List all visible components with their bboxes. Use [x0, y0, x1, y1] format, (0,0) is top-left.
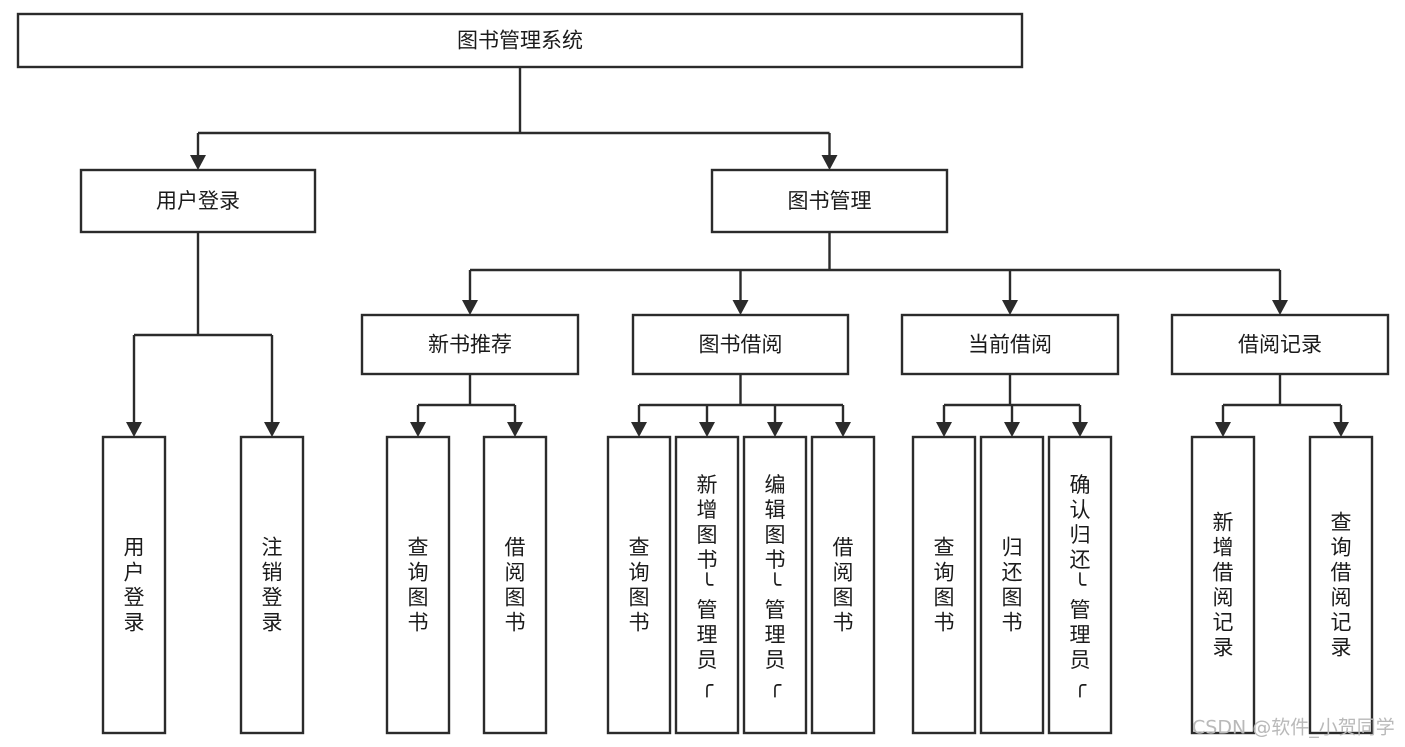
node-box-leaf-user-logout: [239, 435, 305, 735]
node-box-leaf-query-book-2: [606, 435, 672, 735]
node-leaf-user-login[interactable]: 用户登录: [101, 435, 167, 735]
node-box-book-manage: [710, 168, 949, 234]
node-label-new-book-recommend: 新书推荐: [428, 333, 512, 357]
node-box-new-book-recommend: [360, 313, 580, 376]
node-leaf-user-logout[interactable]: 注销登录: [239, 435, 305, 735]
node-current-borrow[interactable]: 当前借阅: [900, 313, 1120, 376]
node-box-leaf-edit-book-admin: [742, 435, 808, 735]
connector-book-manage-to-borrow-record-arrowhead: [1272, 300, 1288, 315]
node-box-leaf-add-book-admin: [674, 435, 740, 735]
watermark-label: CSDN @软件_小贺同学: [1192, 717, 1395, 739]
node-leaf-query-book-1[interactable]: 查询图书: [385, 435, 451, 735]
node-box-leaf-return-book: [979, 435, 1045, 735]
connector-user-login-to-leaf-user-login-arrowhead: [126, 422, 142, 437]
node-label-leaf-borrow-book-1: 借阅图书: [505, 536, 526, 635]
node-box-leaf-query-book-3: [911, 435, 977, 735]
node-label-leaf-query-borrow-record: 查询借阅记录: [1331, 511, 1352, 660]
connector-book-borrow-to-leaf-edit-book-admin-arrowhead: [767, 422, 783, 437]
node-box-leaf-borrow-book-1: [482, 435, 548, 735]
node-layer: 图书管理系统用户登录图书管理用户登录注销登录新书推荐图书借阅当前借阅借阅记录查询…: [16, 12, 1390, 735]
node-label-leaf-add-borrow-record: 新增借阅记录: [1213, 511, 1234, 660]
node-label-leaf-query-book-2: 查询图书: [629, 536, 650, 635]
node-box-book-borrow: [631, 313, 850, 376]
connector-root-to-book-manage-arrowhead: [821, 155, 838, 170]
node-label-root: 图书管理系统: [457, 29, 583, 53]
node-label-book-manage: 图书管理: [788, 189, 872, 213]
connector-current-borrow-to-leaf-return-book-arrowhead: [1004, 422, 1020, 437]
node-new-book-recommend[interactable]: 新书推荐: [360, 313, 580, 376]
node-box-leaf-confirm-return-admin: [1047, 435, 1113, 735]
node-leaf-query-book-2[interactable]: 查询图书: [606, 435, 672, 735]
node-leaf-query-borrow-record[interactable]: 查询借阅记录: [1308, 435, 1374, 735]
node-label-leaf-user-login: 用户登录: [124, 536, 145, 635]
node-leaf-confirm-return-admin[interactable]: 确认归还╰管理员╭: [1047, 435, 1113, 735]
node-leaf-edit-book-admin[interactable]: 编辑图书╰管理员╭: [742, 435, 808, 735]
node-label-leaf-confirm-return-admin: 确认归还╰管理员╭: [1070, 473, 1091, 698]
connector-book-borrow-to-leaf-add-book-admin-arrowhead: [699, 422, 715, 437]
node-box-current-borrow: [900, 313, 1120, 376]
node-box-leaf-borrow-book-2: [810, 435, 876, 735]
node-label-leaf-user-logout: 注销登录: [262, 536, 283, 635]
node-leaf-borrow-book-2[interactable]: 借阅图书: [810, 435, 876, 735]
node-label-leaf-query-book-1: 查询图书: [408, 536, 429, 635]
node-leaf-return-book[interactable]: 归还图书: [979, 435, 1045, 735]
node-box-leaf-query-book-1: [385, 435, 451, 735]
node-leaf-add-borrow-record[interactable]: 新增借阅记录: [1190, 435, 1256, 735]
node-book-borrow[interactable]: 图书借阅: [631, 313, 850, 376]
connector-current-borrow-to-leaf-confirm-return-admin-arrowhead: [1072, 422, 1088, 437]
node-book-manage[interactable]: 图书管理: [710, 168, 949, 234]
node-label-borrow-record: 借阅记录: [1238, 333, 1322, 357]
node-box-leaf-query-borrow-record: [1308, 435, 1374, 735]
node-label-leaf-borrow-book-2: 借阅图书: [833, 536, 854, 635]
node-leaf-borrow-book-1[interactable]: 借阅图书: [482, 435, 548, 735]
node-box-leaf-user-login: [101, 435, 167, 735]
node-box-root: [16, 12, 1024, 69]
connector-user-login-to-leaf-user-logout-arrowhead: [264, 422, 280, 437]
connector-new-book-recommend-to-leaf-borrow-book-1-arrowhead: [507, 422, 523, 437]
connector-book-manage-to-new-book-recommend-arrowhead: [462, 300, 478, 315]
node-label-leaf-return-book: 归还图书: [1002, 536, 1023, 635]
node-label-leaf-add-book-admin: 新增图书╰管理员╭: [697, 473, 718, 698]
node-box-borrow-record: [1170, 313, 1390, 376]
connector-borrow-record-to-leaf-add-borrow-record-arrowhead: [1215, 422, 1231, 437]
connector-layer: [126, 67, 1349, 437]
node-label-leaf-query-book-3: 查询图书: [934, 536, 955, 635]
connector-book-manage-to-book-borrow-arrowhead: [732, 300, 749, 315]
connector-root-to-user-login-arrowhead: [190, 155, 206, 170]
node-root[interactable]: 图书管理系统: [16, 12, 1024, 69]
node-user-login[interactable]: 用户登录: [79, 168, 317, 234]
node-label-user-login: 用户登录: [156, 189, 240, 213]
connector-book-borrow-to-leaf-borrow-book-2-arrowhead: [835, 422, 851, 437]
connector-book-borrow-to-leaf-query-book-2-arrowhead: [631, 422, 647, 437]
connector-book-manage-to-current-borrow-arrowhead: [1002, 300, 1018, 315]
node-label-current-borrow: 当前借阅: [968, 333, 1052, 357]
connector-borrow-record-to-leaf-query-borrow-record-arrowhead: [1333, 422, 1349, 437]
node-leaf-query-book-3[interactable]: 查询图书: [911, 435, 977, 735]
node-leaf-add-book-admin[interactable]: 新增图书╰管理员╭: [674, 435, 740, 735]
node-label-book-borrow: 图书借阅: [699, 333, 783, 357]
node-borrow-record[interactable]: 借阅记录: [1170, 313, 1390, 376]
connector-current-borrow-to-leaf-query-book-3-arrowhead: [936, 422, 952, 437]
node-label-leaf-edit-book-admin: 编辑图书╰管理员╭: [765, 473, 786, 698]
node-box-user-login: [79, 168, 317, 234]
connector-new-book-recommend-to-leaf-query-book-1-arrowhead: [410, 422, 426, 437]
node-box-leaf-add-borrow-record: [1190, 435, 1256, 735]
